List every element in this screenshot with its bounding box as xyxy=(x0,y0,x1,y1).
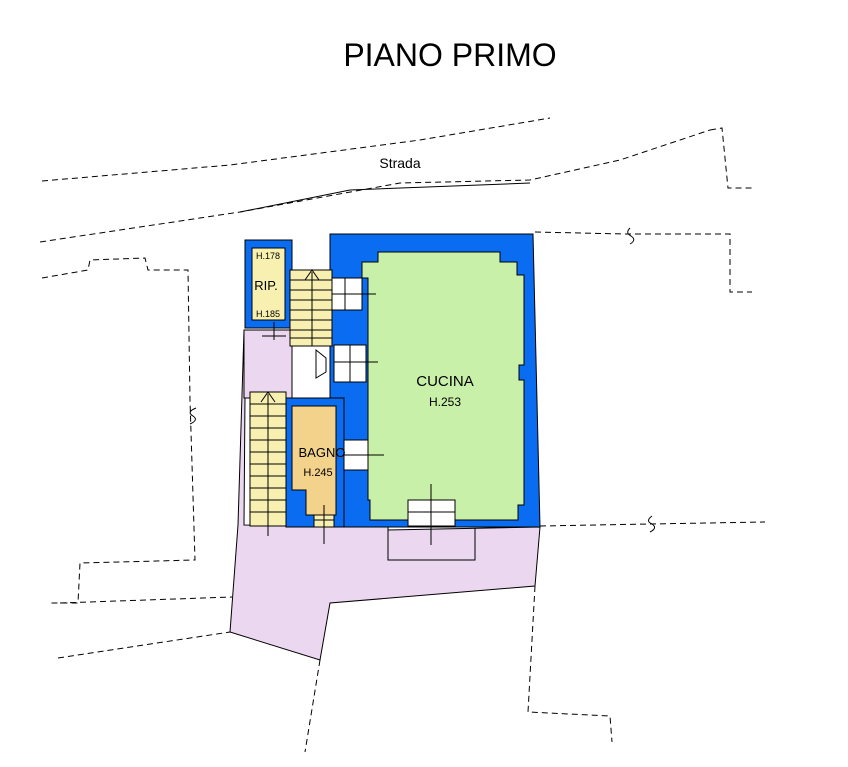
storage-height-bottom: H.185 xyxy=(256,309,280,319)
street-label: Strada xyxy=(379,155,420,171)
upper-stair xyxy=(289,269,333,347)
kitchen-height: H.253 xyxy=(429,395,461,409)
kitchen-room xyxy=(361,251,525,521)
stair-landing-door xyxy=(315,348,327,379)
lower-stair-arrow xyxy=(260,391,276,536)
kitchen-label: CUCINA xyxy=(416,373,474,390)
bathroom-label: BAGNO xyxy=(299,445,346,460)
street-boundary-top xyxy=(41,117,551,182)
terrace-step xyxy=(387,528,476,561)
storage-room xyxy=(251,247,286,321)
storage-height-top: H.178 xyxy=(256,251,280,261)
parcel-line-southbottom xyxy=(304,659,321,753)
break-symbol-west xyxy=(189,407,197,425)
street-boundary-mid xyxy=(39,129,711,243)
parcel-line-east-top xyxy=(534,231,752,293)
bathroom-room xyxy=(291,405,337,516)
courtyard-upper xyxy=(243,329,293,399)
break-symbol-east-top xyxy=(627,227,635,245)
parcel-line-east-bottom xyxy=(539,521,766,527)
parcel-line-ne xyxy=(709,127,755,189)
storage-label: RIP. xyxy=(254,278,278,293)
storage-door xyxy=(262,322,286,340)
bathroom-height: H.245 xyxy=(303,467,332,479)
upper-stair-arrow xyxy=(304,269,320,346)
parcel-line-southwest xyxy=(59,596,233,604)
plan-title: PIANO PRIMO xyxy=(343,37,556,73)
break-symbol-east-bottom xyxy=(648,515,656,533)
street-edge xyxy=(239,182,531,213)
parcel-line-southeast xyxy=(527,585,613,743)
parcel-line-south xyxy=(57,631,231,659)
parcel-line-west xyxy=(41,257,196,604)
